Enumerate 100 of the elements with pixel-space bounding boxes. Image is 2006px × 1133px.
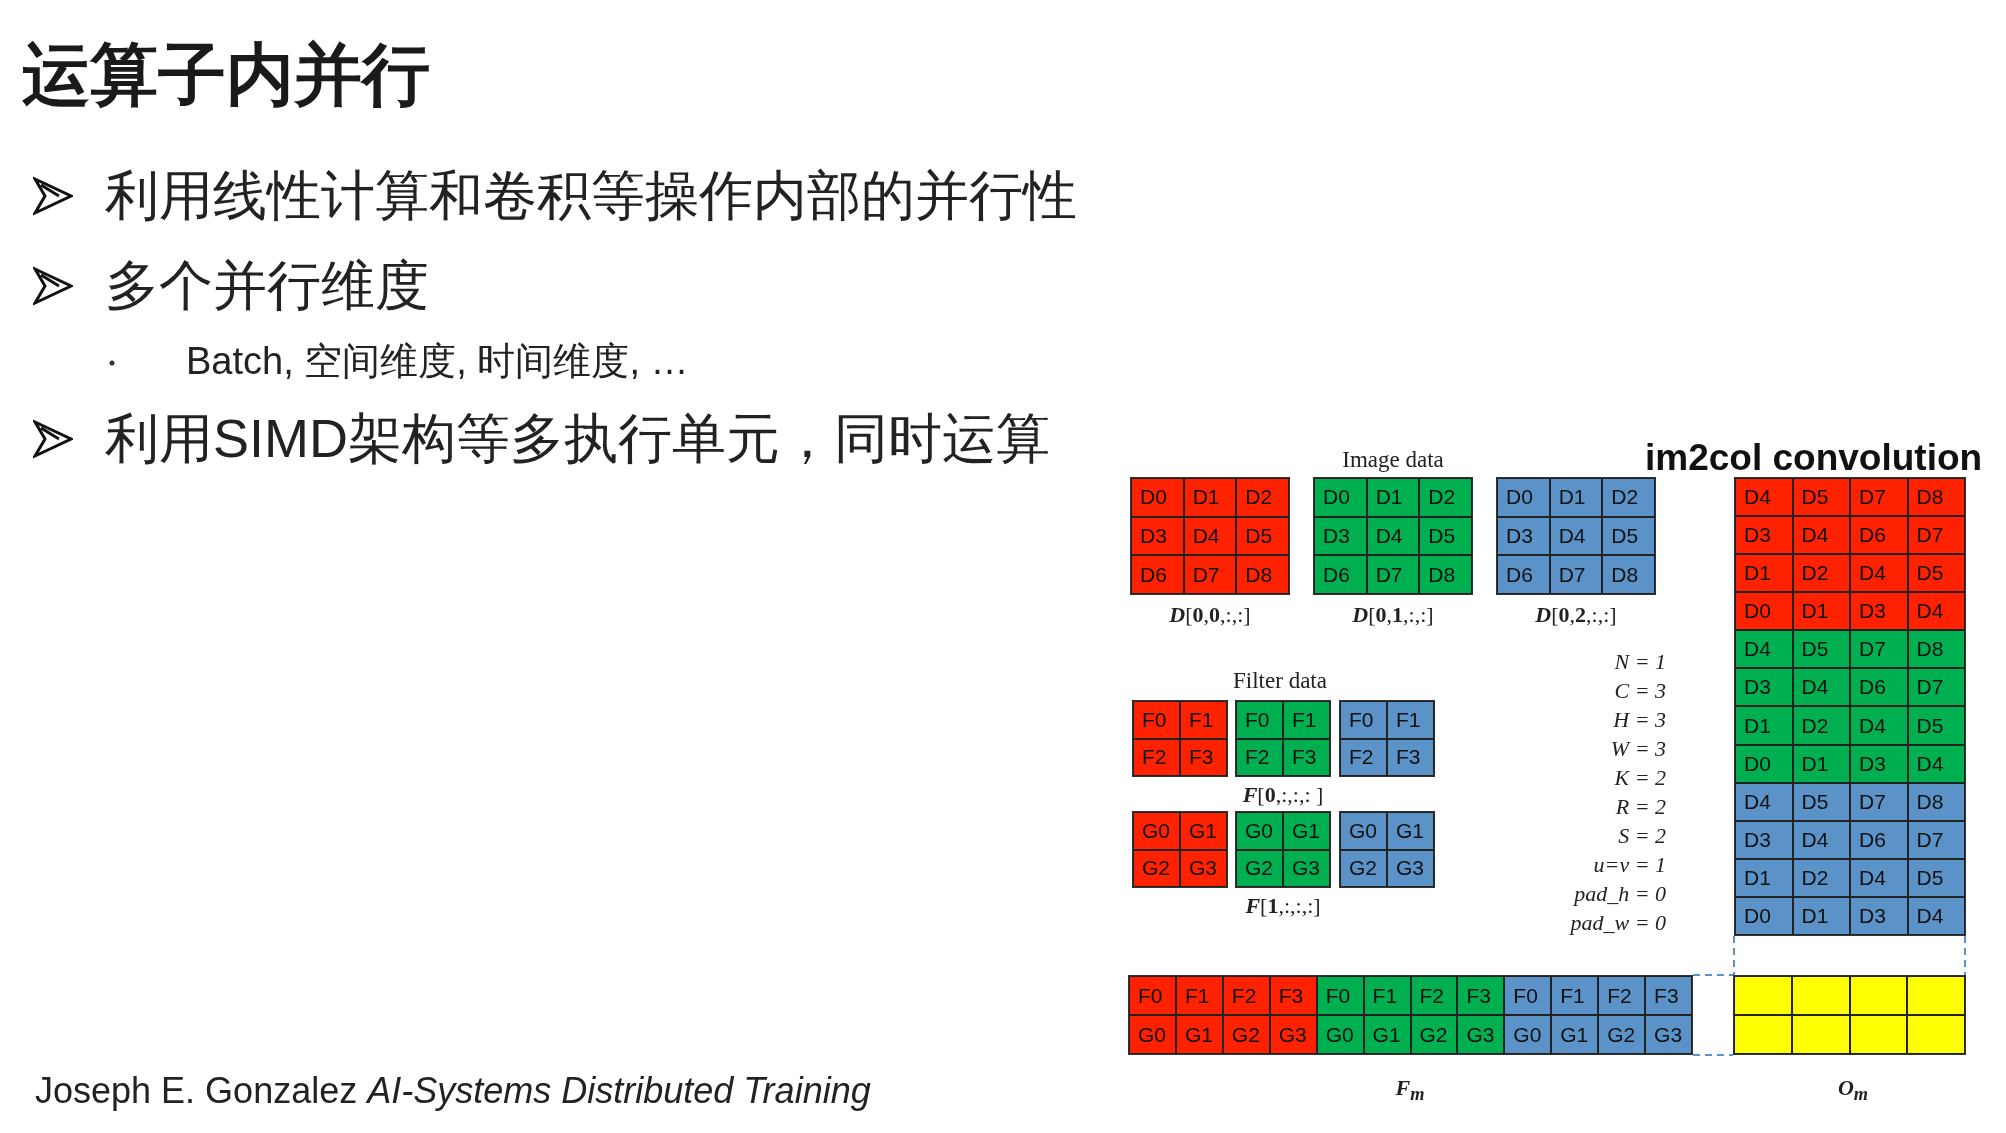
matrix-cell: G1 — [1175, 1015, 1223, 1054]
matrix-cell: G1 — [1180, 812, 1227, 850]
matrix-grid — [1132, 700, 1228, 777]
matrix-cell: D5 — [1236, 516, 1289, 556]
matrix-cell: F0 — [1236, 701, 1283, 739]
matrix-cell: D1 — [1735, 554, 1793, 593]
matrix-cell: D5 — [1792, 782, 1850, 821]
matrix-cell: G3 — [1283, 849, 1330, 887]
matrix-grid — [1733, 975, 1966, 1055]
matrix-cell: D6 — [1497, 555, 1550, 594]
matrix-cell: D3 — [1314, 516, 1367, 556]
matrix-cell: D0 — [1735, 896, 1793, 935]
matrix-cell: D4 — [1907, 744, 1965, 783]
matrix-cell: D3 — [1850, 744, 1908, 783]
parameter: S = 2 — [1617, 823, 1666, 849]
matrix-caption: F[0,:,:,: ] — [1241, 782, 1325, 808]
matrix-cell: F1 — [1363, 976, 1411, 1015]
matrix-cell: F1 — [1387, 701, 1434, 739]
matrix-cell: F3 — [1645, 976, 1692, 1015]
parameter: pad_w = 0 — [1568, 910, 1666, 936]
bullet-text: 利用SIMD架构等多执行单元，同时运算 — [105, 407, 1050, 470]
diagram-heading: im2col convolution — [1645, 437, 1983, 479]
matrix-cell: D7 — [1850, 782, 1908, 821]
matrix-cell: D8 — [1907, 782, 1965, 821]
matrix-cell: D4 — [1907, 592, 1965, 631]
matrix-cell: D6 — [1850, 820, 1908, 859]
matrix-cell: D2 — [1236, 478, 1289, 517]
matrix-cell: D7 — [1549, 555, 1603, 594]
matrix-cell: D8 — [1236, 555, 1289, 594]
matrix-cell: D5 — [1907, 858, 1965, 897]
matrix-cell: D0 — [1735, 592, 1793, 631]
matrix-cell: F0 — [1316, 976, 1364, 1015]
matrix-cell: D5 — [1419, 516, 1472, 556]
matrix-cell: F1 — [1175, 976, 1223, 1015]
matrix-cell: G3 — [1269, 1015, 1317, 1054]
matrix-cell: F3 — [1283, 738, 1330, 776]
matrix-cell: G1 — [1551, 1015, 1599, 1054]
matrix-grid — [1235, 700, 1331, 777]
matrix-cell: D1 — [1366, 478, 1420, 517]
matrix-cell: D2 — [1792, 858, 1850, 897]
matrix-cell: D8 — [1907, 478, 1965, 517]
matrix-cell: F2 — [1133, 738, 1180, 776]
matrix-cell: D0 — [1735, 744, 1793, 783]
matrix-cell: D5 — [1907, 706, 1965, 745]
matrix-caption: F[1,:,:,:] — [1244, 893, 1322, 919]
matrix-cell: D1 — [1735, 858, 1793, 897]
matrix-cell: D1 — [1735, 706, 1793, 745]
matrix-cell: G0 — [1133, 812, 1180, 850]
matrix-cell: D3 — [1131, 516, 1184, 556]
matrix-cell: D5 — [1907, 554, 1965, 593]
matrix-cell: D3 — [1735, 668, 1793, 707]
matrix-caption: F$_{m}$ — [1394, 1075, 1426, 1106]
matrix-cell: F0 — [1133, 701, 1180, 739]
matrix-cell: D5 — [1602, 516, 1655, 556]
matrix-cell: F0 — [1504, 976, 1552, 1015]
matrix-cell: D6 — [1850, 668, 1908, 707]
matrix-cell: D0 — [1314, 478, 1367, 517]
matrix-cell: D1 — [1549, 478, 1603, 517]
matrix-cell: D5 — [1792, 478, 1850, 517]
matrix-cell: D2 — [1792, 706, 1850, 745]
parameter: pad_h = 0 — [1572, 881, 1666, 907]
matrix-cell: D8 — [1419, 555, 1472, 594]
group-heading: Image data — [1341, 447, 1445, 473]
matrix-cell: D2 — [1792, 554, 1850, 593]
matrix-grid — [1496, 477, 1656, 595]
bullet-text: 多个并行维度 — [105, 254, 429, 317]
matrix-cell: D7 — [1850, 630, 1908, 669]
matrix-grid — [1132, 811, 1228, 888]
matrix-cell: F3 — [1180, 738, 1227, 776]
matrix-cell: D4 — [1735, 630, 1793, 669]
matrix-cell: D8 — [1907, 630, 1965, 669]
matrix-cell: D1 — [1183, 478, 1237, 517]
matrix-cell: D4 — [1366, 516, 1420, 556]
matrix-grid — [1130, 477, 1290, 595]
dashed-connector — [1692, 974, 1734, 1056]
matrix-cell: F2 — [1410, 976, 1458, 1015]
matrix-cell: D3 — [1497, 516, 1550, 556]
matrix-cell: F3 — [1387, 738, 1434, 776]
matrix-cell: D4 — [1907, 896, 1965, 935]
matrix-cell: D0 — [1497, 478, 1550, 517]
matrix-grid — [1313, 477, 1473, 595]
matrix-cell: G1 — [1387, 812, 1434, 850]
parameter: C = 3 — [1613, 678, 1666, 704]
matrix-cell: D4 — [1792, 668, 1850, 707]
slide-title: 运算子内并行 — [22, 35, 430, 114]
matrix-cell: D4 — [1549, 516, 1603, 556]
parameter: u=v = 1 — [1592, 852, 1666, 878]
matrix-cell: G2 — [1410, 1015, 1458, 1054]
matrix-cell: F2 — [1340, 738, 1387, 776]
matrix-cell: D3 — [1850, 592, 1908, 631]
matrix-cell: D4 — [1183, 516, 1237, 556]
parameter: H = 3 — [1612, 707, 1666, 733]
matrix-cell: D6 — [1850, 516, 1908, 555]
matrix-grid — [1339, 811, 1435, 888]
matrix-cell: D3 — [1735, 820, 1793, 859]
matrix-cell: F0 — [1340, 701, 1387, 739]
matrix-cell: D2 — [1419, 478, 1472, 517]
matrix-cell: D4 — [1792, 820, 1850, 859]
dashed-connector — [1733, 935, 1966, 976]
matrix-cell: F1 — [1283, 701, 1330, 739]
